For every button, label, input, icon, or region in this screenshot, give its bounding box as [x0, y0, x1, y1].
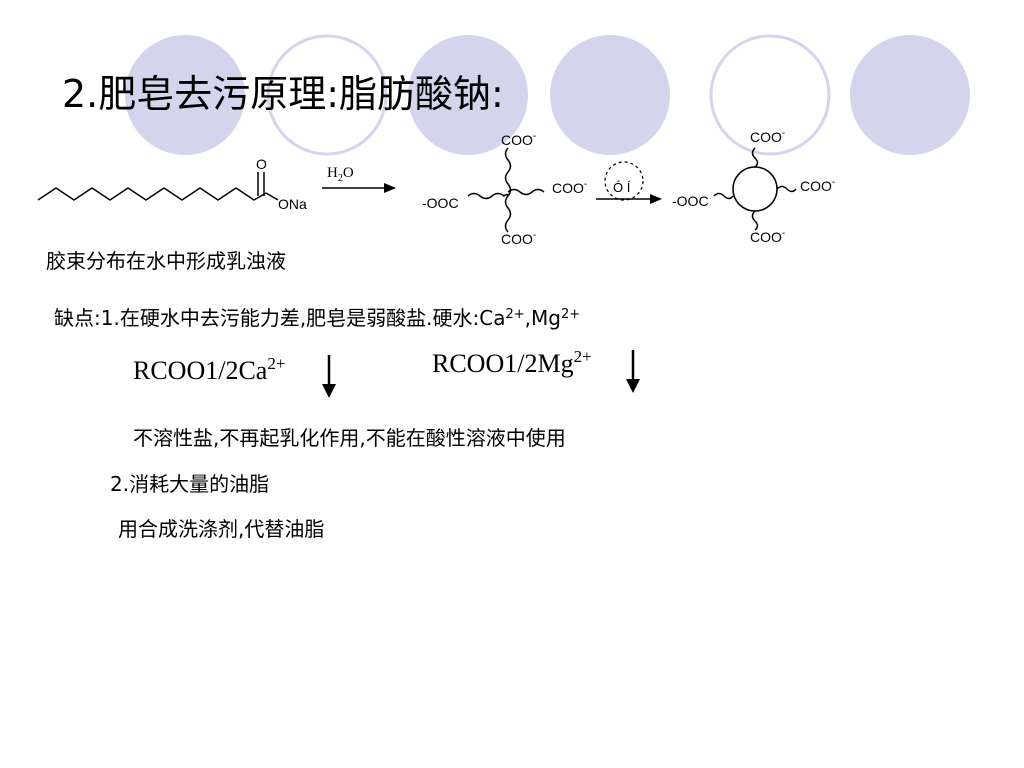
carboxylate-top: COO- — [501, 131, 536, 148]
magnesium-soap-formula: RCOO1/2Mg2+ — [432, 347, 592, 378]
reaction-arrow-head — [384, 183, 396, 193]
slide-title: 2.肥皂去污原理:脂肪酸钠: — [62, 72, 504, 116]
deco-circle-filled — [550, 35, 670, 155]
micelle-carboxylate-left: -OOC — [672, 193, 709, 209]
oil-consumption-line: 2.消耗大量的油脂 — [110, 472, 270, 496]
deco-circle-filled — [125, 35, 245, 155]
deco-circle-outline — [709, 34, 831, 156]
carboxylate-right: COO- — [552, 179, 587, 196]
micelle-carboxylate-top: COO- — [750, 128, 785, 145]
micelle-cross — [467, 147, 545, 233]
micelle-description: 胶束分布在水中形成乳浊液 — [46, 249, 286, 273]
oil-label: Ó Í — [613, 180, 631, 195]
deco-circle-filled — [408, 35, 528, 155]
sodium-salt-label: ONa — [278, 196, 307, 212]
water-label: H2O — [327, 165, 354, 184]
micelle-carboxylate-bottom: COO- — [750, 228, 785, 245]
carbonyl-o: O — [256, 156, 267, 172]
oil-droplet-dashed — [604, 161, 644, 201]
carboxylate-bottom: COO- — [501, 230, 536, 247]
micelle-oil-core — [732, 166, 778, 212]
micelle-tails — [713, 147, 797, 231]
carboxylate-left: -OOC — [422, 195, 459, 211]
defect-line: 缺点:1.在硬水中去污能力差,肥皂是弱酸盐.硬水:Ca2+,Mg2+ — [54, 306, 581, 330]
precipitate-arrow-ca-head — [322, 384, 336, 398]
precipitate-arrow-mg-head — [626, 379, 640, 393]
deco-circle-outline — [266, 34, 388, 156]
insoluble-salt-line: 不溶性盐,不再起乳化作用,不能在酸性溶液中使用 — [133, 426, 566, 450]
replacement-line: 用合成洗涤剂,代替油脂 — [118, 517, 325, 541]
ester-bond — [265, 192, 279, 201]
micelle-carboxylate-right: COO- — [800, 177, 835, 194]
deco-circle-filled — [850, 35, 970, 155]
emulsify-arrow-head — [650, 194, 662, 204]
fatty-acid-chain — [37, 187, 267, 201]
calcium-soap-formula: RCOO1/2Ca2+ — [133, 354, 286, 385]
